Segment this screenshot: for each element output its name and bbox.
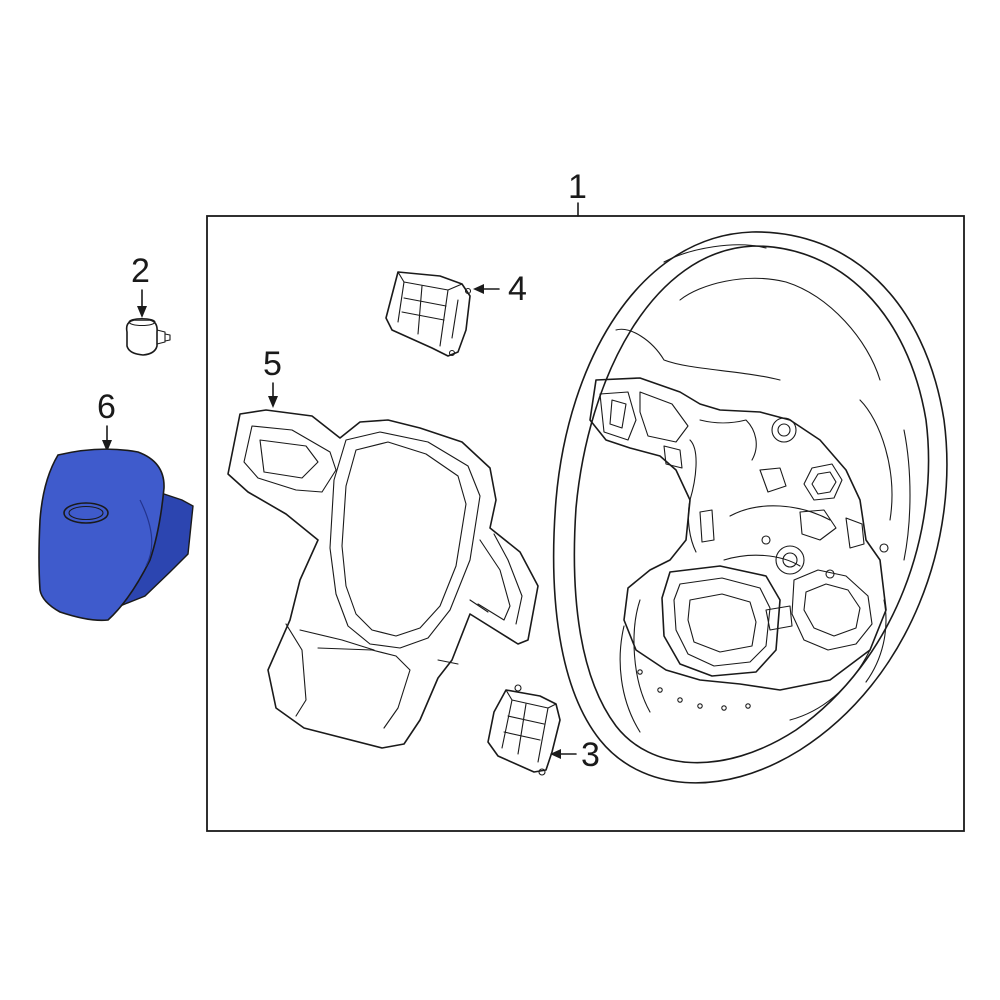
callout-2[interactable]: 2: [131, 252, 150, 290]
leader-arrow-5: [268, 382, 278, 408]
callout-5[interactable]: 5: [263, 345, 282, 383]
driver-air-bag-part[interactable]: [38, 448, 194, 622]
callout-3[interactable]: 3: [581, 736, 600, 774]
callout-1[interactable]: 1: [568, 168, 587, 206]
callout-6[interactable]: 6: [97, 388, 116, 426]
trim-bezel-part[interactable]: [227, 409, 539, 749]
bolt-part[interactable]: [125, 317, 171, 356]
leader-arrow-2: [137, 289, 147, 318]
switch-right-part[interactable]: [487, 684, 561, 776]
leader-arrow-4: [473, 284, 500, 294]
callout-4[interactable]: 4: [508, 270, 527, 308]
steering-wheel-part[interactable]: [552, 231, 948, 784]
switch-left-part[interactable]: [385, 271, 472, 357]
emblem-oval-icon: [63, 502, 109, 524]
leader-arrow-6: [102, 425, 112, 452]
leader-arrow-3: [550, 749, 577, 759]
assembly-frame: [206, 215, 965, 832]
